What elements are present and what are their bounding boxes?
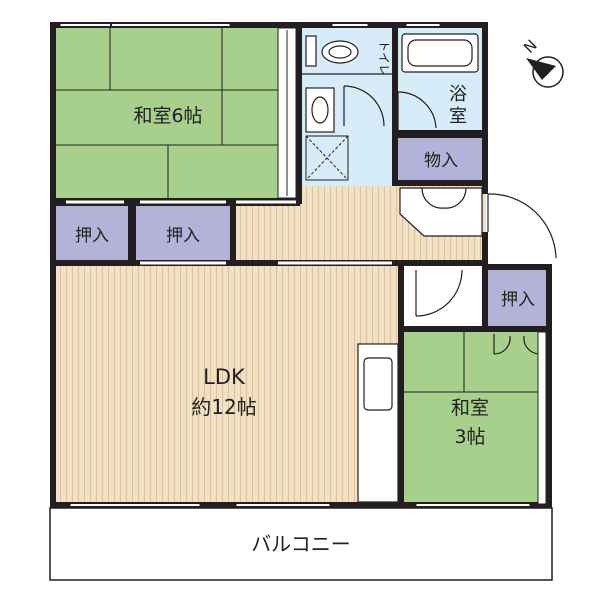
washitsu6-label: 和室6帖 — [133, 105, 202, 127]
washitsu3-label-bottom: 3帖 — [454, 426, 485, 448]
bath-label-top: 浴 — [449, 84, 467, 105]
washitsu3-label-top: 和室 — [451, 397, 489, 419]
storage — [398, 138, 484, 180]
oshiire-c-label: 押入 — [501, 290, 535, 310]
oshiire-a — [56, 206, 128, 262]
swing-doors — [343, 85, 557, 355]
washer-space — [305, 135, 349, 181]
ldk-size-label: 約12帖 — [191, 395, 256, 419]
genkan-cabinet — [399, 187, 483, 237]
storage-label: 物入 — [424, 151, 458, 171]
balcony — [49, 507, 553, 581]
washitsu6-floor — [56, 28, 278, 198]
compass-label: N — [520, 36, 541, 57]
door-openings — [66, 200, 392, 265]
oshiire-b — [136, 206, 230, 262]
toilet-label: トイレ — [377, 40, 391, 76]
oshiire-a-label: 押入 — [75, 226, 109, 246]
window-ticks — [59, 22, 531, 508]
wash-basin — [305, 87, 335, 133]
bath-label-bottom: 室 — [449, 106, 467, 127]
windows — [60, 24, 530, 506]
oshiire-c — [488, 270, 548, 326]
toilet-fixture — [305, 35, 359, 67]
ldk-floor — [56, 266, 402, 504]
ldk-label: LDK — [203, 365, 246, 389]
balcony-label: バルコニー — [251, 532, 351, 556]
tatami-lines — [56, 28, 278, 198]
bathtub — [401, 33, 479, 73]
kitchen-counter — [357, 343, 399, 503]
washitsu3-floor — [404, 332, 538, 504]
compass-icon: N — [520, 36, 564, 88]
washitsu3-window-strip — [537, 331, 547, 505]
oshiire-b-label: 押入 — [166, 226, 200, 246]
